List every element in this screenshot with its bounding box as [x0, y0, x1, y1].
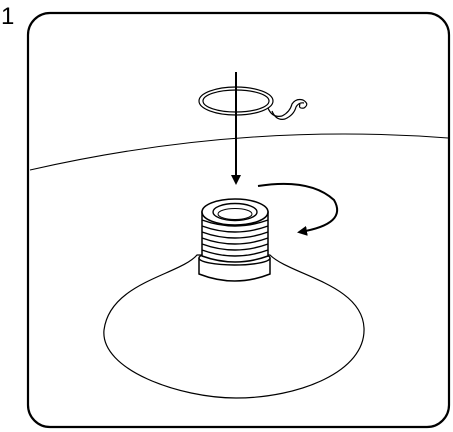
threaded-stem [198, 198, 271, 282]
flat-surface [29, 133, 449, 171]
rotate-arrow [257, 182, 339, 236]
suction-cup [103, 254, 365, 399]
step-number: 1 [1, 3, 15, 30]
